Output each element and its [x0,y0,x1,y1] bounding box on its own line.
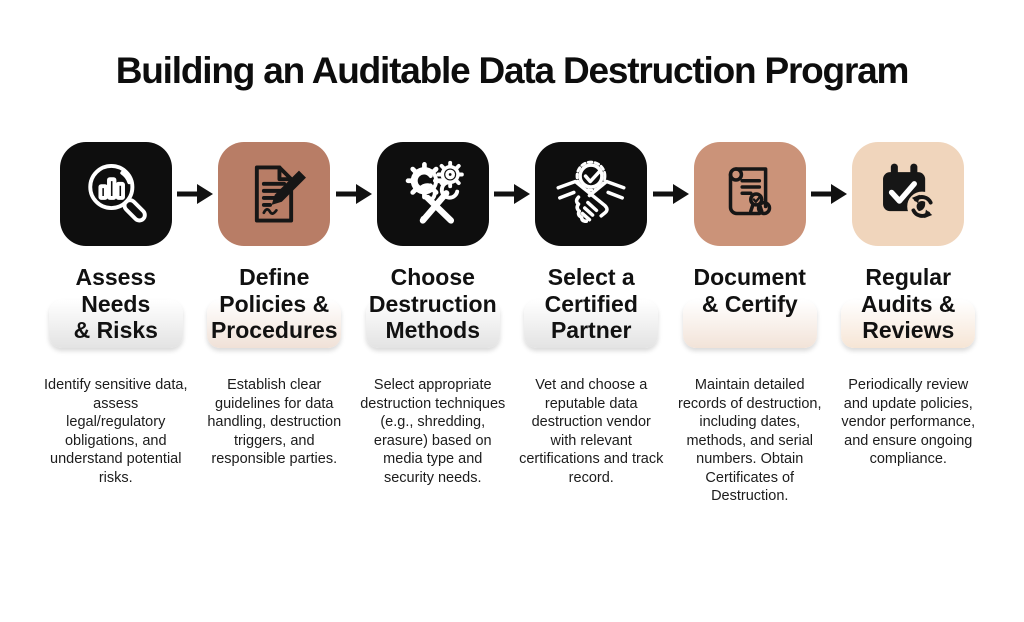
step-title-line: Define [239,264,310,290]
page-title: Building an Auditable Data Destruction P… [115,50,910,91]
step-description: Select appropriate destruction technique… [360,377,506,486]
step-title-line: & Certify [701,290,798,317]
step-title-line: Assess [75,264,157,290]
step-title-line: Reviews [862,317,955,344]
step-title-line: & Risks [73,317,158,344]
step-description: Vet and choose a reputable data destruct… [519,377,664,486]
step-title-block: Document & Certify [671,262,830,360]
step-description: Periodically review and update policies,… [841,377,976,468]
step-title-block: Assess Needs & Risks [37,262,196,360]
step-title-line: Needs [81,290,151,317]
step-title-line: Policies & [219,290,330,317]
step-title-line: Audits & [860,290,956,317]
title-pill [207,300,342,348]
step-description: Identify sensitive data, assess legal/re… [44,377,188,486]
step-assess-needs: Assess Needs & Risks Identify sensitive … [37,142,196,506]
title-pill [682,300,817,348]
step-title-line: Destruction [368,290,497,317]
step-title: Regular Audits & Reviews [829,262,988,344]
arrow-right-icon [810,183,848,205]
scroll-certificate-icon [693,142,806,246]
calendar-refresh-icon [852,142,965,246]
step-title-block: Choose Destruction Methods [354,262,513,360]
step-select-partner: Select a Certified Partner Vet and choos… [512,142,671,506]
step-title: Assess Needs & Risks [37,262,196,344]
step-choose-methods: Choose Destruction Methods Select approp… [354,142,513,506]
step-title-line: Select a [547,264,635,290]
step-title-line: Regular [865,264,952,290]
step-title: Define Policies & Procedures [195,262,354,344]
title-pill [841,300,976,348]
arrow-right-icon [176,183,214,205]
gears-tools-icon [376,142,489,246]
title-pill [48,300,183,348]
step-title-line: Methods [385,317,481,344]
step-title-line: Procedures [210,317,338,344]
step-define-policies: Define Policies & Procedures Establish c… [195,142,354,506]
arrow-right-icon [335,183,373,205]
step-title: Document & Certify [671,262,830,317]
step-title: Choose Destruction Methods [354,262,513,344]
magnifier-chart-icon [59,142,172,246]
arrow-right-icon [652,183,690,205]
title-pill [365,300,500,348]
step-title-line: Certified [544,290,638,317]
step-title: Select a Certified Partner [512,262,671,344]
steps-row: Assess Needs & Risks Identify sensitive … [37,142,988,506]
step-title-line: Choose [390,264,475,290]
handshake-badge-icon [535,142,648,246]
arrow-right-icon [493,183,531,205]
step-title-line: Document [693,264,806,290]
step-title-block: Regular Audits & Reviews [829,262,988,360]
step-document-certify: Document & Certify Maintain detailed rec… [671,142,830,506]
step-description: Maintain detailed records of destruction… [678,377,822,505]
title-pill [524,300,659,348]
step-description: Establish clear guidelines for data hand… [207,377,342,468]
document-pen-icon [218,142,331,246]
step-title-block: Define Policies & Procedures [195,262,354,360]
step-regular-audits: Regular Audits & Reviews Periodically re… [829,142,988,506]
step-title-line: Partner [550,317,632,344]
step-title-block: Select a Certified Partner [512,262,671,360]
